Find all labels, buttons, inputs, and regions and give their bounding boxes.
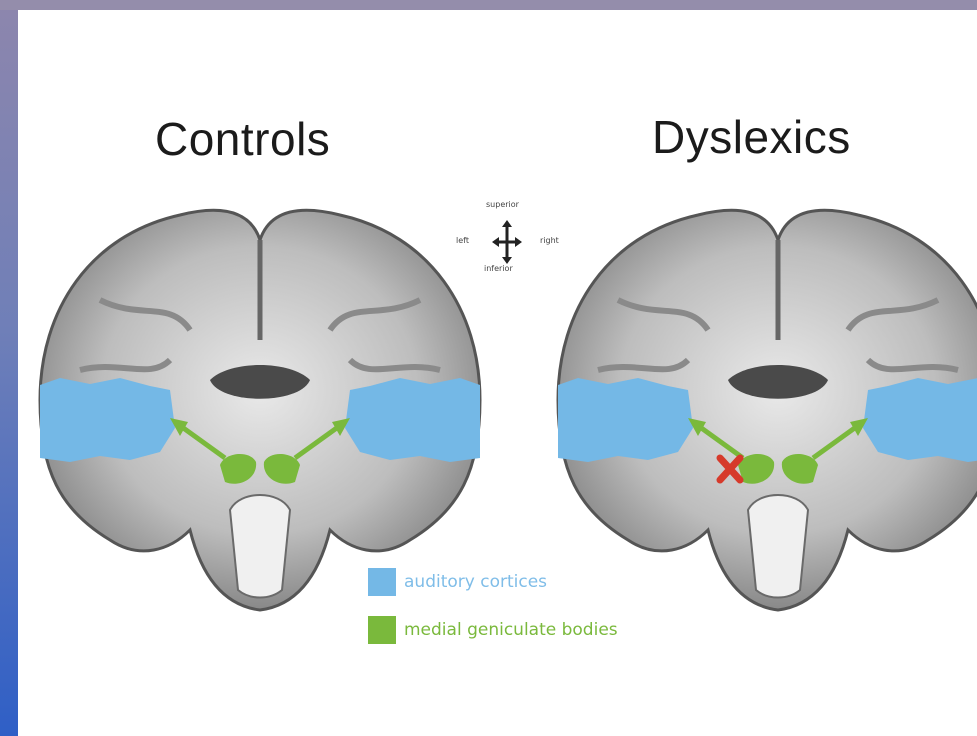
legend-label-auditory: auditory cortices (404, 572, 547, 592)
auditory-cortex-right (345, 378, 480, 462)
legend-auditory: auditory cortices (368, 568, 547, 596)
title-controls: Controls (155, 112, 330, 166)
legend-swatch-auditory (368, 568, 396, 596)
title-dyslexics: Dyslexics (652, 110, 851, 164)
orient-superior: superior (486, 200, 519, 209)
figure-card: Controls Dyslexics (18, 10, 977, 736)
dyslexics-brain-scan (538, 190, 977, 620)
legend-swatch-mgb (368, 616, 396, 644)
auditory-cortex-left (40, 378, 175, 462)
controls-brain-scan (20, 190, 500, 620)
legend-mgb: medial geniculate bodies (368, 616, 618, 644)
compass-cross-icon (492, 220, 522, 264)
orientation-compass: superior left right inferior (448, 200, 568, 290)
orient-left: left (456, 236, 469, 245)
top-band (0, 0, 977, 10)
orient-right: right (540, 236, 559, 245)
orient-inferior: inferior (484, 264, 513, 273)
legend-label-mgb: medial geniculate bodies (404, 620, 618, 640)
